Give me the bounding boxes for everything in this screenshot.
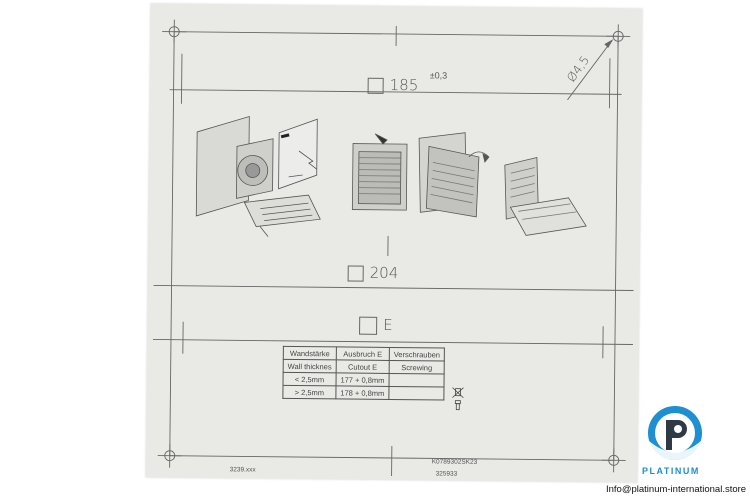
- corner-crosshair-bl: [157, 443, 182, 468]
- code-left: 3239.xxx: [229, 466, 256, 474]
- instruction-sheet: 185 ±0,3 Ø4,5 204 E Wandstärke Ausbruch …: [145, 3, 643, 483]
- square-symbol-icon: [367, 77, 384, 94]
- header-wall: Wandstärke: [283, 346, 337, 360]
- dim-204-label: 204: [347, 264, 398, 282]
- subheader-cutout: Cutout E: [336, 359, 390, 374]
- dim-45-leader: [567, 40, 613, 101]
- row-wall: < 2,5mm: [283, 372, 337, 386]
- header-cutout: Ausbruch E: [336, 346, 390, 361]
- row-cutout: 177 + 0,8mm: [335, 372, 390, 387]
- square-symbol-icon: [359, 316, 378, 335]
- dim-185-line: [169, 89, 622, 95]
- code-right-2: 325933: [435, 470, 458, 478]
- square-symbol-icon: [347, 265, 364, 282]
- row-wall: > 2,5mm: [282, 385, 336, 399]
- dim-204-line: [153, 285, 634, 291]
- table-row: > 2,5mm 178 + 0,8mm: [282, 385, 445, 401]
- illustration-grille: [351, 133, 408, 211]
- illustration-open-cover: [504, 156, 587, 236]
- corner-crosshair-br: [601, 448, 626, 473]
- dim-e-label: E: [359, 316, 393, 335]
- row-cutout: 178 + 0,8mm: [335, 385, 389, 400]
- corner-crosshair-tl: [162, 19, 187, 44]
- brand-name: PLATINUM: [642, 466, 700, 476]
- tolerance-label: ±0,3: [429, 70, 448, 81]
- screw-icon: [454, 400, 461, 411]
- illustration-grille-opening: [418, 132, 490, 218]
- dim-e-line: [152, 339, 633, 345]
- technical-drawing: [152, 19, 634, 476]
- crossed-screw-icon: [452, 387, 464, 399]
- subheader-wall: Wall thicknes: [283, 359, 337, 373]
- dim-185-label: 185: [367, 76, 418, 94]
- code-right-1: K0789302SK23: [431, 458, 478, 466]
- corner-crosshair-tr: [606, 24, 631, 49]
- header-screw: Verschrauben: [389, 347, 445, 362]
- platinum-logo-icon: [648, 406, 702, 460]
- spec-table: Wandstärke Ausbruch E Verschrauben Wall …: [282, 346, 445, 401]
- contact-email[interactable]: Info@platinum-international.store: [606, 484, 747, 495]
- illustration-fan-mounting: [195, 115, 321, 237]
- row-screw-cell: [388, 373, 445, 388]
- subheader-screw: Screwing: [389, 360, 445, 375]
- row-screw-cell: [388, 386, 445, 401]
